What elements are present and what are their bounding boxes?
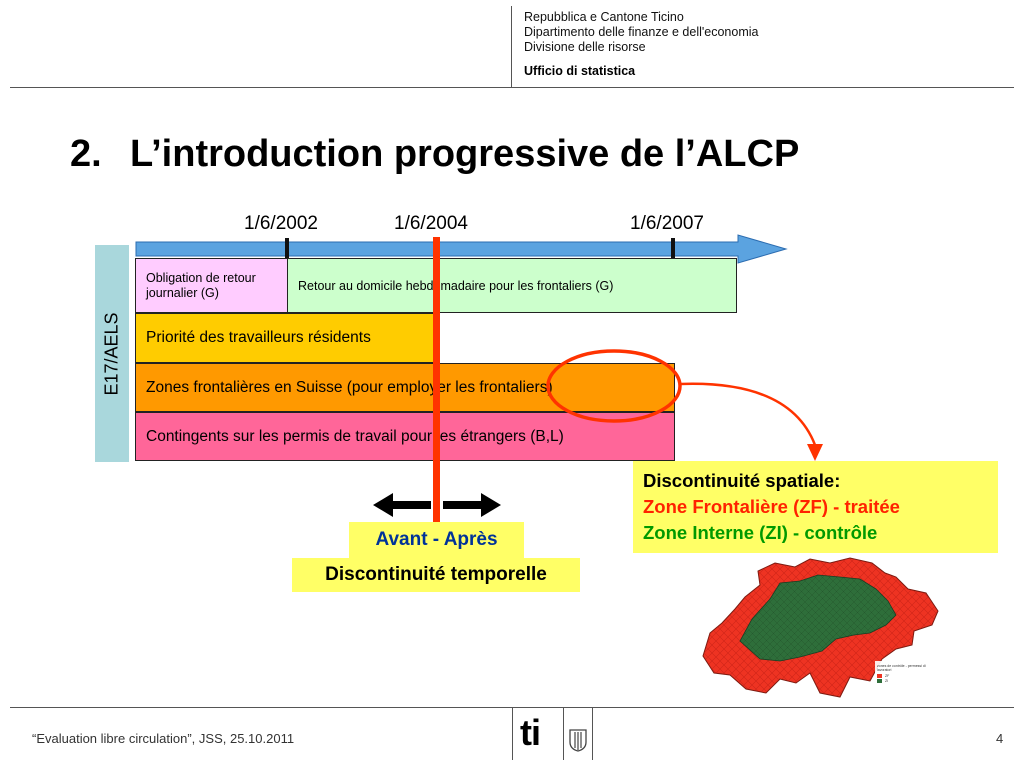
before-after-box: Avant - Après	[349, 522, 524, 558]
side-label-box: E17/AELS	[95, 245, 129, 462]
bar-priorite-label: Priorité des travailleurs résidents	[146, 329, 371, 346]
before-after-label: Avant - Après	[375, 529, 498, 550]
spatial-discontinuity-box: Discontinuité spatiale: Zone Frontalière…	[633, 461, 998, 553]
bar-retour: Retour au domicile hebdomadaire pour les…	[287, 258, 737, 313]
bar-zones: Zones frontalières en Suisse (pour emplo…	[135, 363, 675, 412]
spatial-control: Zone Interne (ZI) - contrôle	[643, 522, 878, 543]
spatial-heading: Discontinuité spatiale:	[643, 470, 841, 491]
bar-contingents: Contingents sur les permis de travail po…	[135, 412, 675, 461]
ticino-shield-icon	[569, 729, 587, 752]
legend-label-zi: ZI	[885, 679, 889, 683]
zone-highlight	[546, 349, 823, 461]
timeline-arrow	[135, 234, 788, 264]
header-divider	[511, 6, 512, 88]
legend-swatch-zi	[877, 679, 882, 683]
bar-zones-label: Zones frontalières en Suisse (pour emplo…	[146, 378, 553, 396]
before-after-arrows	[373, 493, 501, 517]
header-rule	[10, 87, 1014, 88]
slide-title: 2. L’introduction progressive de l’ALCP	[70, 133, 799, 176]
bar-obligation: Obligation de retour journalier (G)	[135, 258, 288, 313]
footer-divider-mid	[563, 708, 564, 760]
ticino-logo: ti	[520, 712, 541, 753]
footer-divider-left	[512, 708, 513, 760]
side-label: E17/AELS	[101, 311, 122, 396]
header-line-3: Divisione delle risorse	[524, 40, 646, 54]
footer-text: “Evaluation libre circulation”, JSS, 25.…	[32, 731, 295, 746]
legend-item-zf: ZF	[877, 674, 937, 678]
switzerland-map	[702, 557, 939, 698]
tick-2002	[285, 238, 289, 260]
slide-number: 2.	[70, 133, 102, 175]
date-2004: 1/6/2004	[394, 213, 468, 234]
bar-priorite: Priorité des travailleurs résidents	[135, 313, 438, 363]
page-number: 4	[996, 731, 1004, 746]
map-legend-title: zones de contrôle - permessi di lavorato…	[877, 664, 926, 672]
header-line-2: Dipartimento delle finanze e dell'econom…	[524, 25, 759, 39]
footer-rule	[10, 707, 1014, 708]
temporal-discontinuity-label: Discontinuité temporelle	[325, 564, 547, 585]
legend-label-zf: ZF	[885, 674, 890, 678]
slide-title-text: L’introduction progressive de l’ALCP	[130, 133, 800, 175]
bar-contingents-label: Contingents sur les permis de travail po…	[146, 427, 564, 445]
footer-divider-right	[592, 708, 593, 760]
legend-item-zi: ZI	[877, 679, 937, 683]
tick-2007	[671, 238, 675, 260]
temporal-discontinuity-box: Discontinuité temporelle	[292, 558, 580, 592]
map-legend: zones de contrôle - permessi di lavorato…	[877, 664, 937, 683]
spatial-treated: Zone Frontalière (ZF) - traitée	[643, 496, 900, 517]
time-marker-2004	[433, 237, 440, 524]
date-2002: 1/6/2002	[244, 213, 318, 234]
legend-swatch-zf	[877, 674, 882, 678]
bar-obligation-label: Obligation de retour journalier (G)	[146, 270, 256, 300]
bar-retour-label: Retour au domicile hebdomadaire pour les…	[298, 278, 614, 293]
date-2007: 1/6/2007	[630, 213, 704, 234]
header-line-1: Repubblica e Cantone Ticino	[524, 10, 684, 24]
header-office: Ufficio di statistica	[524, 64, 636, 78]
